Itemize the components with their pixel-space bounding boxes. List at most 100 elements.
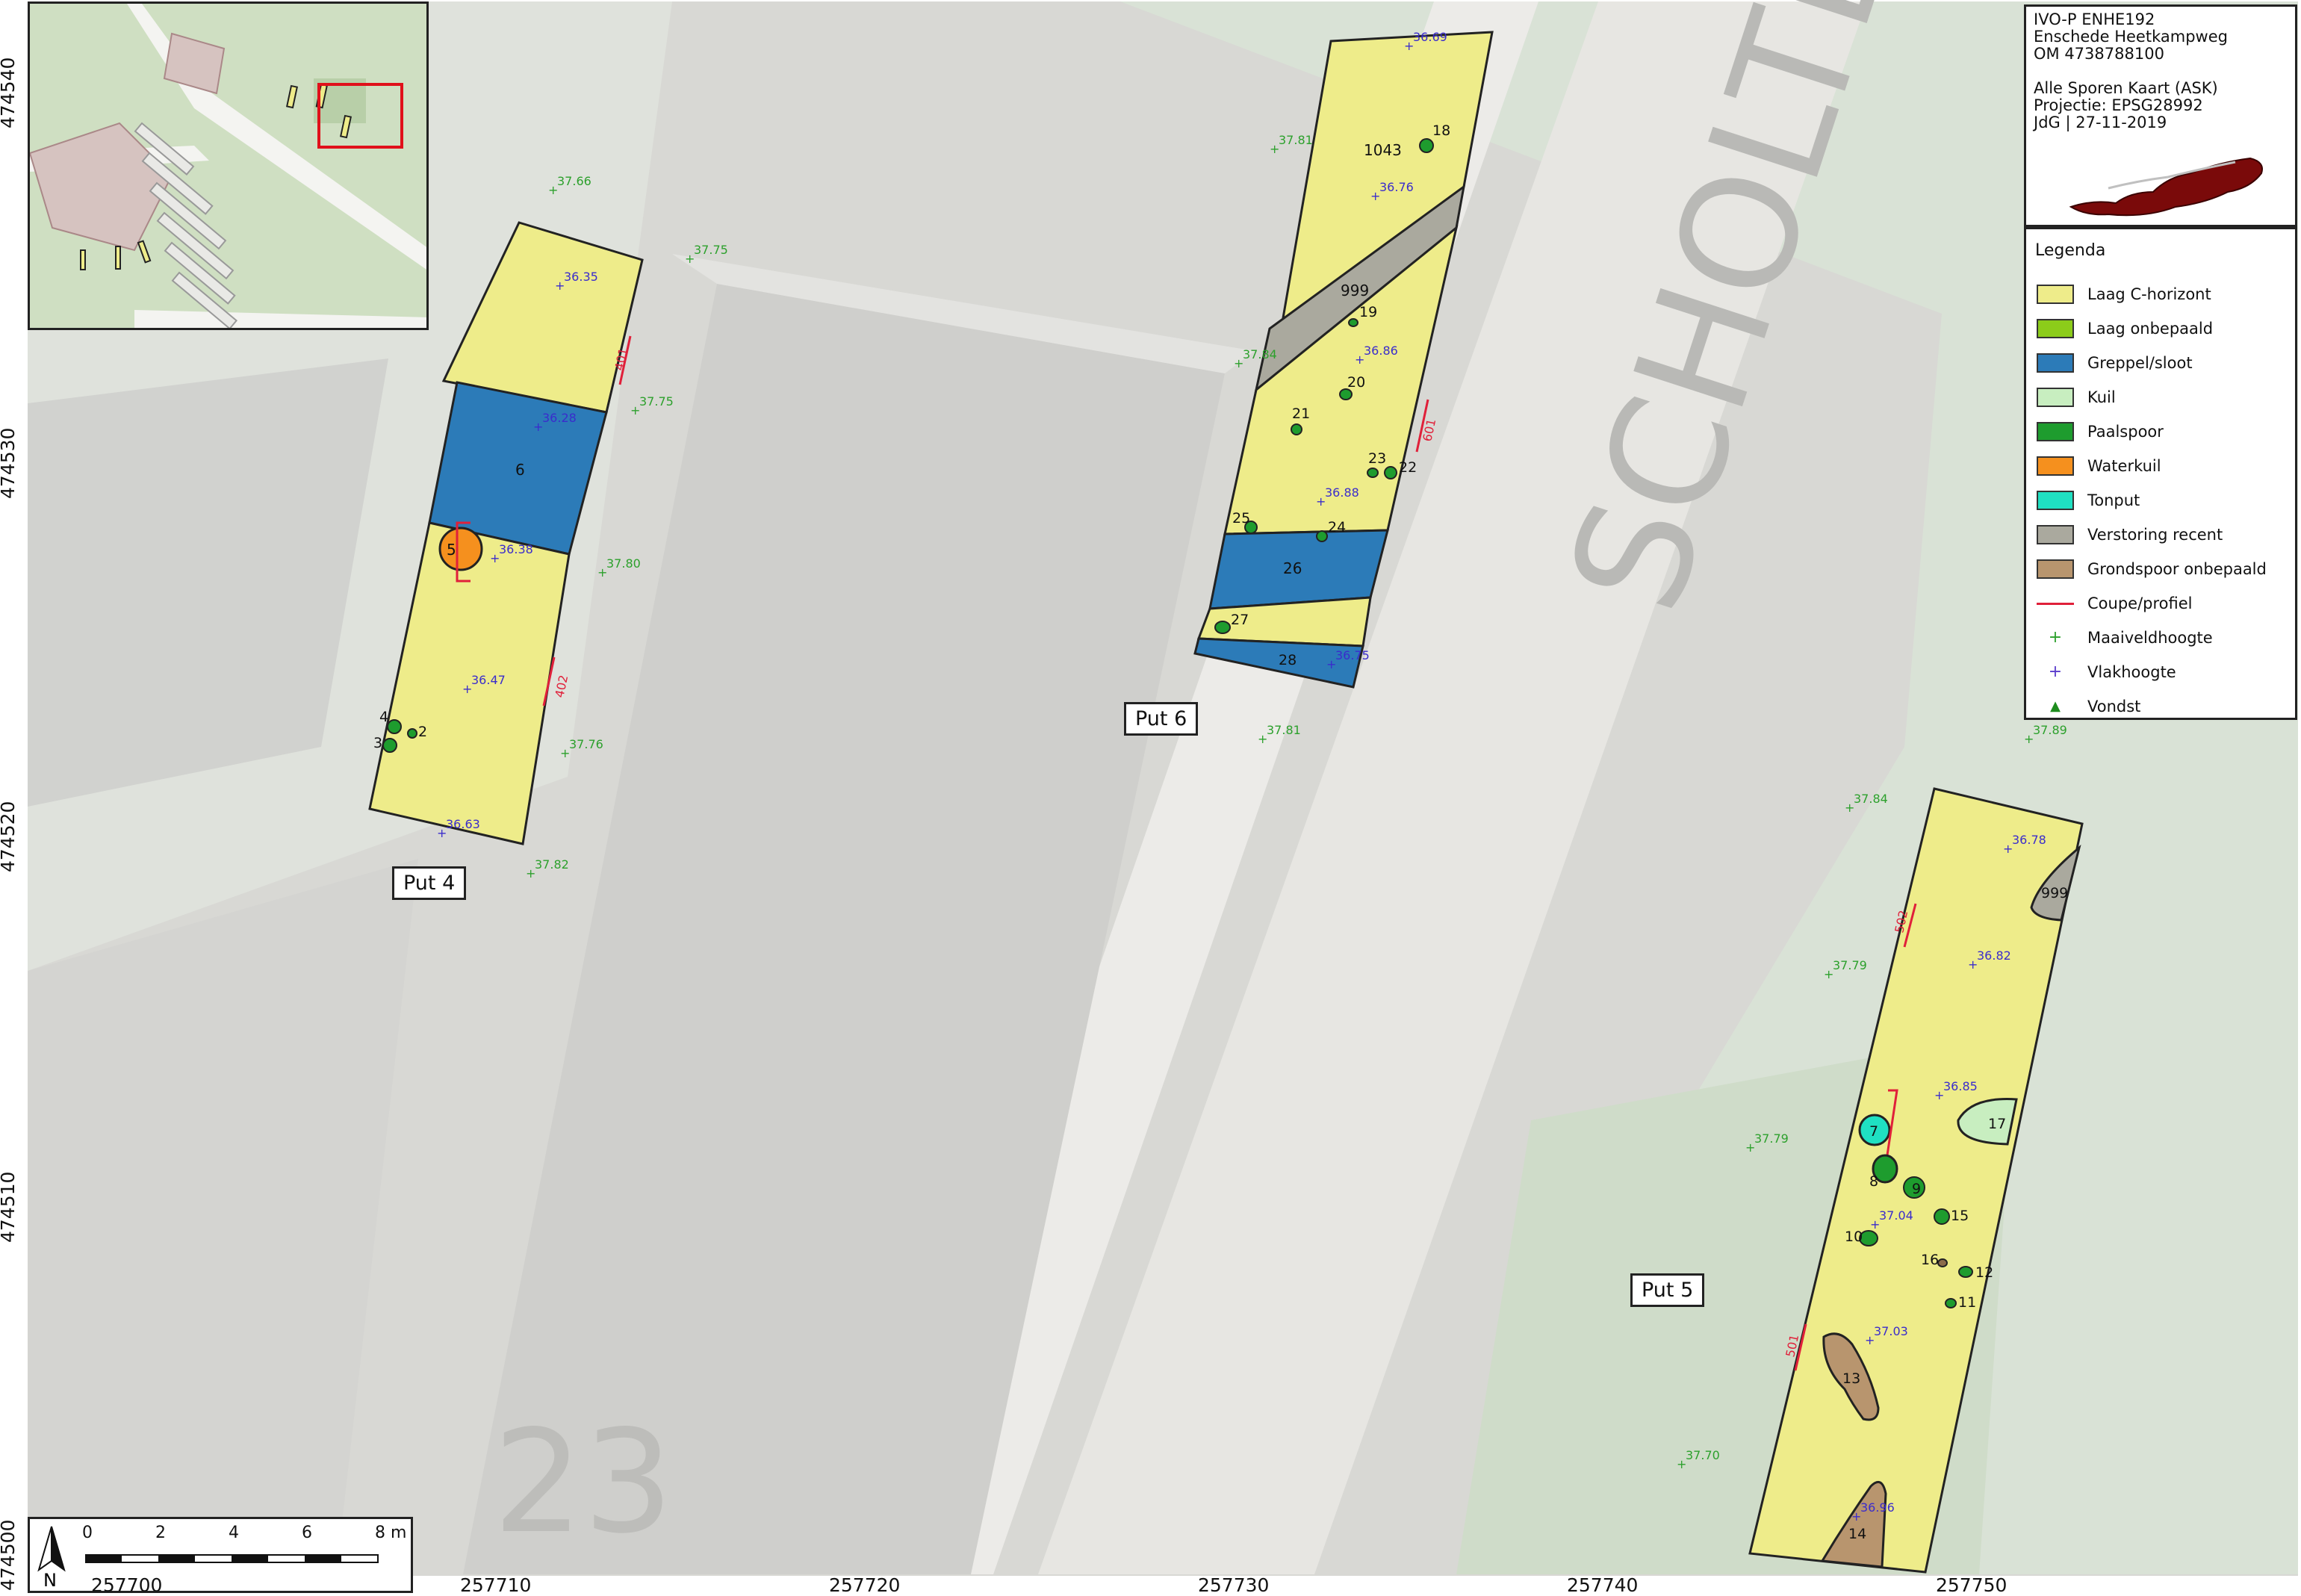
put6-feature-18[interactable] xyxy=(1419,138,1434,153)
put6-profile-601 xyxy=(1415,399,1429,453)
legend-label: Tonput xyxy=(2087,491,2140,509)
building-southwest xyxy=(28,859,418,1574)
legend-item-9: Coupe/profiel xyxy=(2037,592,2192,615)
legend-swatch-icon xyxy=(2037,388,2074,407)
maaiveld-height-label: 37.84 xyxy=(1243,347,1277,361)
put6-feature-21[interactable] xyxy=(1291,423,1302,435)
put6-feature-27[interactable] xyxy=(1214,621,1231,634)
inset-extent-rectangle xyxy=(317,83,403,149)
put5-label-13: 13 xyxy=(1842,1370,1860,1387)
put4-feature-2[interactable] xyxy=(407,728,417,739)
axis-x-label-5: 257750 xyxy=(1936,1574,2007,1596)
put5-label-11: 11 xyxy=(1958,1294,1976,1311)
put5-feature-15[interactable] xyxy=(1934,1208,1950,1225)
put5-feature-14[interactable] xyxy=(1820,1480,1887,1568)
maaiveld-height-plus-icon: + xyxy=(1824,967,1833,981)
put6-feature-22[interactable] xyxy=(1384,466,1397,479)
put5-label-999: 999 xyxy=(2041,885,2068,901)
put5-feature-999-disturbance[interactable] xyxy=(2030,844,2081,922)
maaiveld-height-label: 37.84 xyxy=(1854,792,1888,806)
vlak-height-plus-icon: + xyxy=(1355,353,1364,367)
inset-road xyxy=(127,4,426,270)
scale-bar-panel: N 0 2 4 6 8 m xyxy=(28,1517,413,1593)
legend-item-10: +Maaiveldhoogte xyxy=(2037,627,2213,649)
put5-feature-16[interactable] xyxy=(1937,1258,1948,1267)
maaiveld-height-plus-icon: + xyxy=(597,565,607,580)
put6-label-18: 18 xyxy=(1432,122,1450,139)
trench-label-put-6[interactable]: Put 6 xyxy=(1124,702,1199,736)
put6-label-23: 23 xyxy=(1368,450,1386,467)
vlak-height-plus-icon: + xyxy=(1404,39,1414,53)
legend-swatch-icon xyxy=(2037,422,2074,441)
inset-overview-map[interactable] xyxy=(28,1,429,330)
put5-feature-17-pit[interactable] xyxy=(1957,1098,2018,1146)
vlak-height-plus-icon: + xyxy=(1865,1333,1875,1347)
legend-label: Grondspoor onbepaald xyxy=(2087,560,2267,578)
put6-feature-23[interactable] xyxy=(1367,468,1379,478)
axis-y-label-1: 474530 xyxy=(0,427,19,499)
maaiveld-height-plus-icon: + xyxy=(1845,801,1854,815)
maaiveld-height-plus-icon: + xyxy=(630,403,640,417)
trench-label-put-4[interactable]: Put 4 xyxy=(392,866,467,900)
vlak-height-label: 36.96 xyxy=(1860,1500,1895,1515)
put4-c-horizon-bottom[interactable] xyxy=(368,521,571,845)
legend-title: Legenda xyxy=(2035,241,2106,260)
put5-label-8: 8 xyxy=(1869,1173,1878,1190)
put6-feature-20[interactable] xyxy=(1339,388,1353,400)
put5-profile-502 xyxy=(1903,903,1917,948)
put6-label-28: 28 xyxy=(1279,652,1297,668)
vlak-height-label: 36.86 xyxy=(1364,344,1398,358)
legend-label: Coupe/profiel xyxy=(2087,594,2193,612)
legend-item-5: Waterkuil xyxy=(2037,455,2161,477)
legend-item-0: Laag C-horizont xyxy=(2037,283,2211,305)
inset-trench-d xyxy=(80,249,86,270)
legend-swatch-icon xyxy=(2037,559,2074,579)
logo-highlight xyxy=(2108,161,2236,190)
put5-label-9: 9 xyxy=(1912,1181,1921,1197)
trench-put-4[interactable]: 6 5 4 3 2 401 402 xyxy=(368,221,644,845)
put5-label-17: 17 xyxy=(1988,1116,2006,1132)
put5-label-10: 10 xyxy=(1845,1229,1863,1245)
legend-label: Verstoring recent xyxy=(2087,526,2223,544)
maaiveld-height-plus-icon: + xyxy=(526,866,535,881)
axis-y-label-3: 474510 xyxy=(0,1171,19,1243)
put5-feature-7-tonput[interactable] xyxy=(1858,1114,1891,1146)
put4-feature-3[interactable] xyxy=(382,738,397,753)
put5-feature-9[interactable] xyxy=(1903,1176,1925,1199)
put6-label-24: 24 xyxy=(1328,519,1346,535)
put5-feature-10[interactable] xyxy=(1859,1230,1878,1246)
put6-feature-28-ditch[interactable] xyxy=(1193,637,1364,689)
put4-feature-5-waterkuil[interactable] xyxy=(438,527,483,571)
put6-label-20: 20 xyxy=(1347,374,1365,391)
put4-label-4: 4 xyxy=(379,709,388,725)
put5-feature-12[interactable] xyxy=(1958,1266,1973,1278)
put5-feature-11[interactable] xyxy=(1945,1298,1957,1308)
vlak-height-plus-icon: + xyxy=(437,826,447,840)
vlak-height-label: 36.78 xyxy=(2012,833,2046,847)
put5-label-14: 14 xyxy=(1848,1526,1866,1542)
title-line-5: Alle Sporen Kaart (ASK) xyxy=(2034,79,2218,97)
axis-y-label-0: 474540 xyxy=(0,57,19,128)
put5-feature-13[interactable] xyxy=(1822,1332,1880,1421)
title-line-3: OM 4738788100 xyxy=(2034,45,2164,63)
put5-feature-8[interactable] xyxy=(1872,1154,1898,1184)
legend-item-3: Kuil xyxy=(2037,386,2116,409)
building-west xyxy=(28,358,388,807)
put6-feature-24[interactable] xyxy=(1316,530,1328,542)
maaiveld-height-label: 37.70 xyxy=(1686,1448,1720,1462)
trench-label-put-5[interactable]: Put 5 xyxy=(1630,1273,1705,1307)
legend-line-icon xyxy=(2037,602,2074,605)
axis-x-label-3: 257730 xyxy=(1198,1574,1270,1596)
put4-feature-4[interactable] xyxy=(387,719,402,734)
put6-feature-19[interactable] xyxy=(1348,318,1358,327)
trench-put-5[interactable]: 999 17 7 8 9 15 10 16 12 11 13 14 502 50… xyxy=(1748,787,2084,1574)
legend-item-7: Verstoring recent xyxy=(2037,524,2223,546)
legend-label: Greppel/sloot xyxy=(2087,354,2193,372)
legend-swatch-icon xyxy=(2037,285,2074,304)
vlak-height-label: 36.35 xyxy=(564,270,598,284)
vlak-height-plus-icon: + xyxy=(1326,657,1336,671)
put6-feature-25[interactable] xyxy=(1244,521,1258,534)
trench-put-6[interactable]: 1043 18 999 19 20 21 23 22 25 24 26 27 2… xyxy=(1193,31,1494,689)
legend-item-8: Grondspoor onbepaald xyxy=(2037,558,2267,580)
